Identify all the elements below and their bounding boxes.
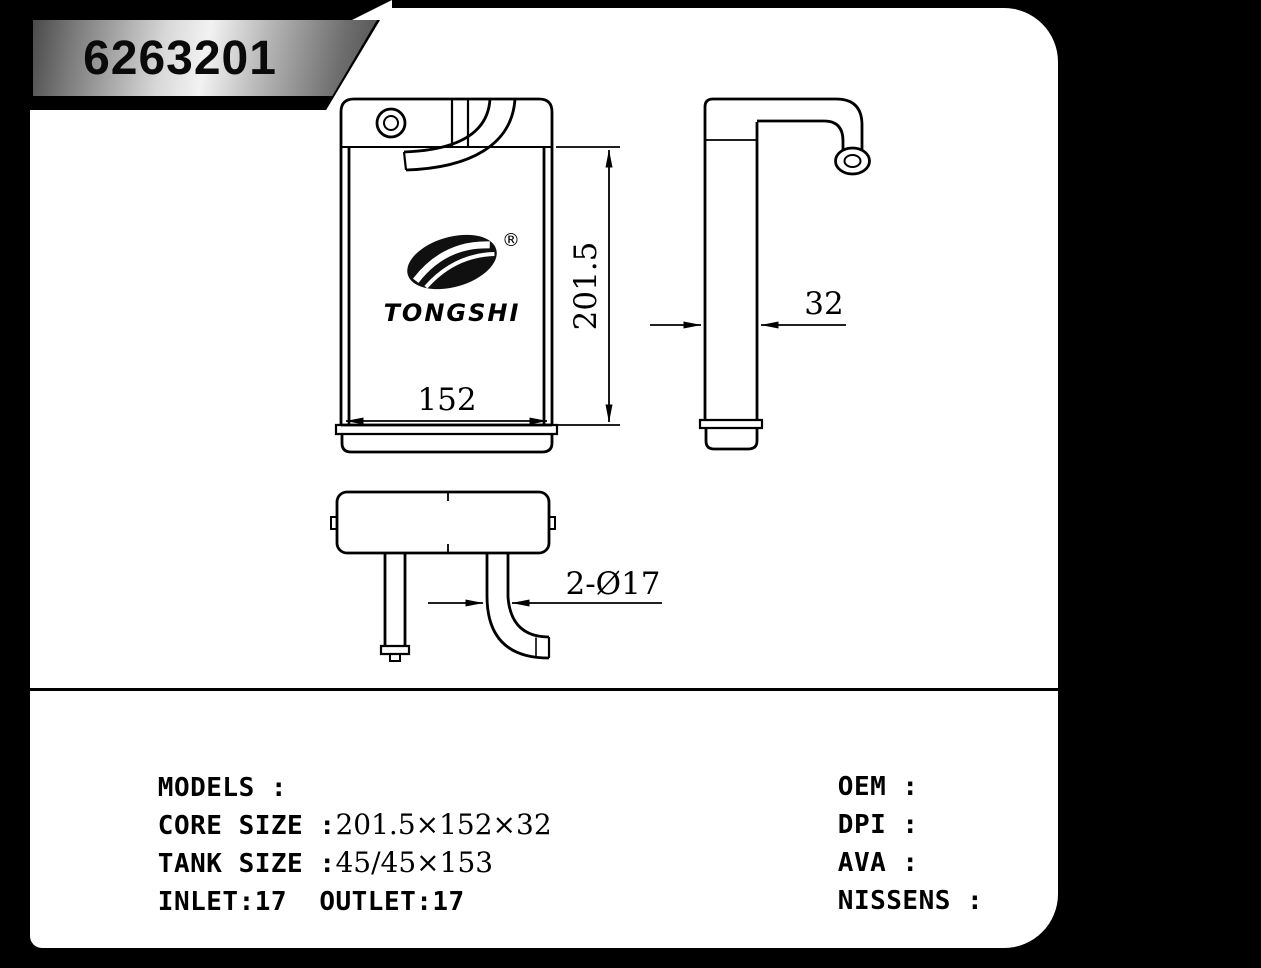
spec-dpi-row: DPI : bbox=[780, 768, 983, 840]
curved-pipe bbox=[405, 98, 517, 172]
spec-value: 45/45×153 bbox=[335, 846, 494, 879]
side-view bbox=[698, 97, 871, 451]
dimension-labels: 152 201.5 32 2-Ø17 bbox=[417, 242, 843, 602]
spec-inlet-outlet-row: INLET:17 OUTLET:17 bbox=[100, 844, 552, 917]
dim-pipe-spec-label: 2-Ø17 bbox=[565, 566, 660, 602]
logo-registered-mark: ® bbox=[502, 230, 520, 251]
spec-label: MODELS : bbox=[157, 773, 288, 803]
straight-pipe bbox=[383, 553, 407, 646]
spec-label: AVA : bbox=[837, 848, 919, 878]
dim-core-depth-label: 32 bbox=[804, 286, 843, 322]
spec-label: NISSENS : bbox=[837, 886, 984, 916]
spec-label: OEM : bbox=[837, 772, 919, 802]
tongshi-logo: ® TONGSHI bbox=[384, 230, 521, 327]
logo-brand-text: TONGSHI bbox=[384, 299, 521, 327]
part-number: 6263201 bbox=[83, 31, 277, 85]
logo-swoosh-icon bbox=[407, 234, 497, 290]
spec-nissens-row: NISSENS : bbox=[780, 844, 983, 916]
bottom-view bbox=[330, 490, 556, 662]
dim-core-height-label: 201.5 bbox=[568, 242, 604, 331]
spec-oem-row: OEM : bbox=[780, 730, 983, 802]
elbow-pipe bbox=[757, 97, 864, 150]
spec-label: DPI : bbox=[837, 810, 919, 840]
spec-value: 201.5×152×32 bbox=[335, 808, 552, 841]
pipe-flange bbox=[834, 146, 871, 176]
bent-pipe bbox=[485, 553, 550, 660]
dim-core-width-label: 152 bbox=[417, 382, 476, 418]
spec-tank-size-row: TANK SIZE :45/45×153 bbox=[100, 806, 552, 879]
spec-label: INLET:17 OUTLET:17 bbox=[157, 887, 465, 917]
spec-models-row: MODELS : bbox=[100, 730, 552, 803]
dimension-lines bbox=[345, 146, 846, 607]
section-divider bbox=[30, 688, 1058, 691]
spec-label: TANK SIZE : bbox=[157, 849, 336, 879]
front-view bbox=[334, 97, 559, 454]
part-number-badge: 6263201 bbox=[33, 20, 377, 96]
spec-ava-row: AVA : bbox=[780, 806, 983, 878]
spec-core-size-row: CORE SIZE :201.5×152×32 bbox=[100, 768, 552, 841]
spec-label: CORE SIZE : bbox=[157, 811, 336, 841]
specs-right-column: OEM : DPI : AVA : NISSENS : bbox=[780, 730, 983, 916]
specs-left-column: MODELS : CORE SIZE :201.5×152×32 TANK SI… bbox=[100, 730, 552, 917]
inlet-port-circle bbox=[375, 107, 407, 139]
